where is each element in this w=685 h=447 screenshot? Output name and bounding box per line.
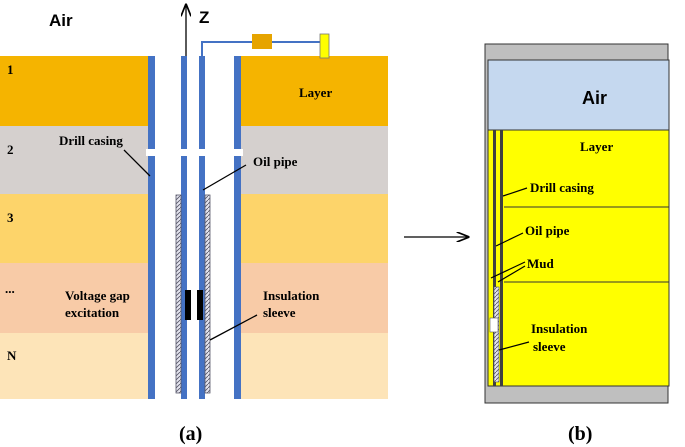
ground-terminal bbox=[319, 33, 330, 59]
oil-pipe-label-a: Oil pipe bbox=[253, 154, 298, 169]
mud-label-b: Mud bbox=[527, 256, 555, 271]
caption-b: (b) bbox=[568, 423, 592, 445]
drill-casing-label-b: Drill casing bbox=[530, 180, 594, 195]
caption-a: (a) bbox=[179, 423, 202, 445]
layer-number-ellipsis: ... bbox=[5, 281, 15, 296]
layer-number-n: N bbox=[7, 348, 17, 363]
insulation-label-b-line2: sleeve bbox=[533, 339, 566, 354]
drill-casing-leader-b bbox=[502, 187, 528, 197]
insulation-label-a-line1: Insulation bbox=[263, 288, 320, 303]
layer-number-3: 3 bbox=[7, 210, 14, 225]
insulation-sleeve-b bbox=[493, 286, 500, 383]
drill-casing-right bbox=[234, 56, 241, 399]
drill-casing-strip bbox=[500, 130, 503, 386]
insulation-label-a-line2: sleeve bbox=[263, 305, 296, 320]
voltage-gap-label-line1: Voltage gap bbox=[65, 288, 130, 303]
source-wire bbox=[201, 41, 324, 56]
layer-number-1: 1 bbox=[7, 62, 14, 77]
voltage-gap-block-right bbox=[197, 290, 203, 320]
mud-leader-b-1 bbox=[490, 261, 526, 279]
oil-pipe-leader-a bbox=[202, 164, 247, 191]
drill-casing-label-a: Drill casing bbox=[59, 133, 123, 148]
layer-label-b: Layer bbox=[580, 139, 613, 154]
layer-number-2: 2 bbox=[7, 142, 14, 157]
panel-b: Air Layer Drill casing Oil pipe Mud Insu… bbox=[484, 43, 670, 445]
oil-pipe-label-b: Oil pipe bbox=[525, 223, 570, 238]
z-axis-label: Z bbox=[199, 8, 209, 27]
mud-leader-b-2 bbox=[497, 265, 526, 283]
panel-a: Z Air 1 2 3 ... N Layer Drill casing Oil… bbox=[0, 5, 388, 445]
insulation-sleeve-right bbox=[204, 194, 211, 394]
voltage-gap-label-line2: excitation bbox=[65, 305, 120, 320]
voltage-gap-block-left bbox=[185, 290, 191, 320]
air-region bbox=[487, 59, 670, 131]
air-label-a: Air bbox=[49, 11, 73, 30]
insulation-leader-a bbox=[209, 314, 258, 341]
voltage-gap-b bbox=[489, 317, 499, 333]
drill-casing-leader-a bbox=[123, 149, 151, 177]
insulation-sleeve-left bbox=[175, 194, 182, 394]
layer-region bbox=[487, 129, 670, 387]
layer-label-a: Layer bbox=[299, 85, 332, 100]
insulation-leader-b bbox=[498, 341, 530, 351]
drill-casing-left bbox=[148, 56, 155, 399]
insulation-label-b-line1: Insulation bbox=[531, 321, 588, 336]
voltage-source bbox=[252, 34, 272, 49]
air-label-b: Air bbox=[582, 88, 607, 108]
oil-pipe-right bbox=[199, 56, 205, 399]
borehole-interior bbox=[148, 56, 241, 399]
casing-gap bbox=[146, 149, 243, 156]
oil-pipe-leader-b bbox=[495, 232, 524, 247]
oil-pipe-strip bbox=[493, 130, 496, 386]
oil-pipe-left bbox=[181, 56, 187, 399]
